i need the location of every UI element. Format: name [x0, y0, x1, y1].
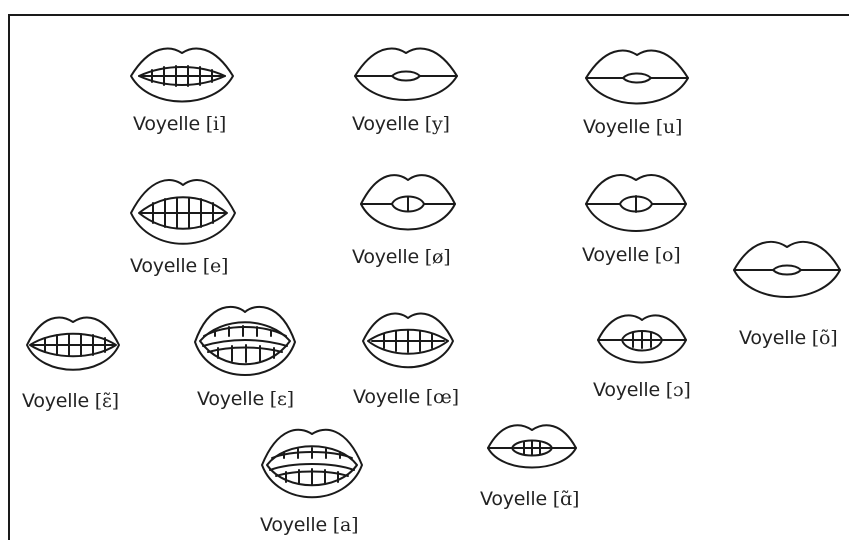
label-vowel-i: Voyelle [i]	[133, 113, 226, 135]
label-vowel-oe: Voyelle [œ]	[353, 386, 459, 408]
label-ipa: [y]	[424, 113, 450, 135]
label-ipa: [e]	[202, 255, 229, 277]
mouth-open-o	[597, 314, 687, 364]
mouth-u	[585, 49, 689, 105]
label-ipa: [œ]	[425, 386, 459, 408]
label-prefix: Voyelle	[593, 379, 660, 401]
label-vowel-e: Voyelle [e]	[130, 255, 228, 277]
label-prefix: Voyelle	[480, 488, 547, 510]
label-prefix: Voyelle	[352, 246, 419, 268]
mouth-oe-close	[360, 174, 456, 231]
label-prefix: Voyelle	[352, 113, 419, 135]
mouth-e-nasal	[26, 316, 120, 371]
label-prefix: Voyelle	[260, 514, 327, 536]
label-vowel-o: Voyelle [o]	[582, 244, 681, 266]
frame-left-border	[8, 14, 10, 540]
label-vowel-y: Voyelle [y]	[352, 113, 450, 135]
mouth-a-nasal	[487, 424, 577, 469]
label-vowel-u: Voyelle [u]	[583, 116, 682, 138]
label-ipa: [o]	[654, 244, 681, 266]
label-ipa: [ɑ̃]	[552, 488, 580, 510]
label-prefix: Voyelle	[133, 113, 200, 135]
mouth-i	[130, 47, 234, 103]
label-ipa: [õ]	[811, 327, 838, 349]
label-prefix: Voyelle	[197, 388, 264, 410]
label-vowel-open-o: Voyelle [ɔ]	[593, 379, 691, 401]
label-ipa: [ɔ]	[665, 379, 691, 401]
mouth-y	[354, 47, 458, 101]
label-prefix: Voyelle	[583, 116, 650, 138]
label-vowel-o-nasal: Voyelle [õ]	[739, 327, 838, 349]
label-prefix: Voyelle	[22, 390, 89, 412]
label-ipa: [a]	[332, 514, 359, 536]
label-ipa: [ɛ]	[269, 388, 294, 410]
label-prefix: Voyelle	[739, 327, 806, 349]
label-ipa: [ø]	[424, 246, 451, 268]
label-prefix: Voyelle	[582, 244, 649, 266]
mouth-e	[130, 179, 236, 245]
label-ipa: [ɛ̃]	[94, 390, 119, 412]
mouth-o	[585, 174, 687, 232]
label-vowel-a-nasal: Voyelle [ɑ̃]	[480, 488, 579, 510]
label-vowel-o-slash: Voyelle [ø]	[352, 246, 451, 268]
frame-top-border	[8, 14, 849, 16]
mouth-a	[261, 428, 363, 499]
mouth-o-nasal	[733, 240, 841, 298]
label-vowel-epsilon: Voyelle [ɛ]	[197, 388, 294, 410]
label-prefix: Voyelle	[353, 386, 420, 408]
label-prefix: Voyelle	[130, 255, 197, 277]
label-vowel-a: Voyelle [a]	[260, 514, 359, 536]
label-vowel-e-nasal: Voyelle [ɛ̃]	[22, 390, 119, 412]
mouth-oe-open	[362, 312, 454, 369]
label-ipa: [u]	[655, 116, 683, 138]
mouth-epsilon	[194, 306, 296, 376]
label-ipa: [i]	[205, 113, 227, 135]
